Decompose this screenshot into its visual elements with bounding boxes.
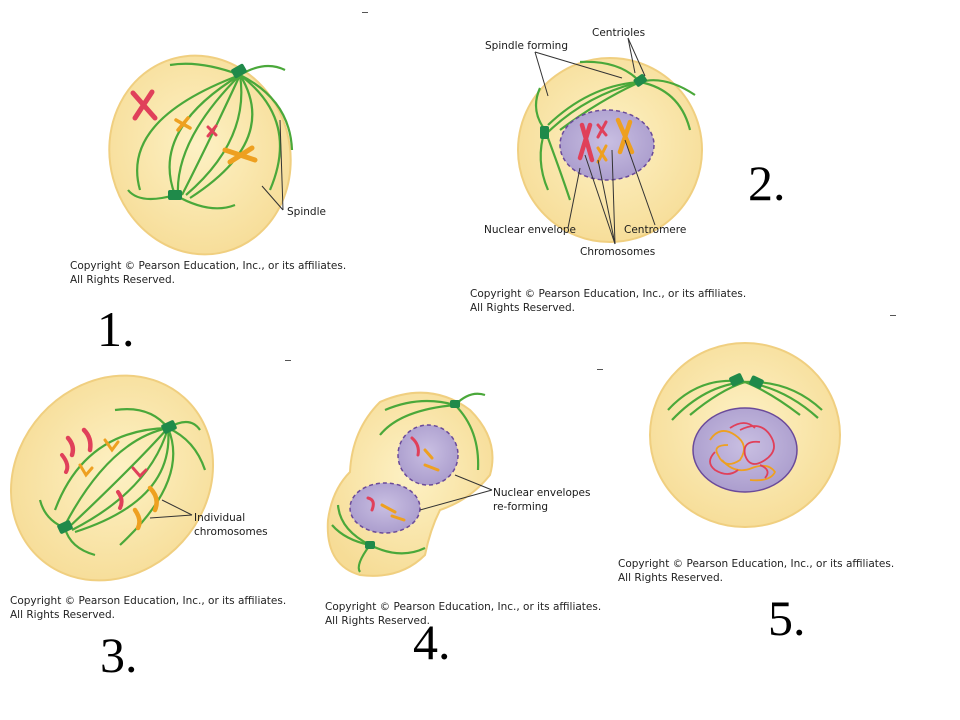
- spindle-label-line: [261, 185, 284, 211]
- figure-number-3: 3.: [100, 627, 138, 683]
- cell-4-chromosomes: [366, 436, 440, 522]
- cell-2: [517, 57, 703, 243]
- stray-mark: [285, 360, 291, 361]
- cell-3-centriole-top: [161, 420, 177, 434]
- figure-number-2: 2.: [748, 155, 786, 211]
- copyright-4: Copyright © Pearson Education, Inc., or …: [325, 600, 601, 628]
- figure-number-4: 4.: [413, 614, 451, 670]
- stray-mark: [597, 369, 603, 370]
- stray-mark: [890, 315, 896, 316]
- cell-4-centriole-top: [450, 400, 460, 408]
- copyright-2: Copyright © Pearson Education, Inc., or …: [470, 287, 746, 315]
- cell-2-centriole-b: [540, 126, 549, 139]
- cell-4-label-lines: [419, 474, 493, 511]
- figure-number-1: 1.: [97, 301, 135, 357]
- cell-3: [9, 374, 215, 582]
- cell-2-centriole-a: [633, 74, 647, 87]
- label-centromere: Centromere: [624, 224, 687, 236]
- copyright-line2: All Rights Reserved.: [325, 615, 431, 627]
- copyright-line2: All Rights Reserved.: [10, 609, 116, 621]
- copyright-line2: All Rights Reserved.: [70, 274, 176, 286]
- cell-5: [649, 342, 841, 528]
- spindle-label-line-2: [279, 119, 284, 211]
- cell-2-label-lines: [534, 37, 656, 245]
- cell-1: [108, 54, 294, 256]
- cell-4-centriole-bottom: [365, 541, 375, 549]
- copyright-5: Copyright © Pearson Education, Inc., or …: [618, 557, 894, 585]
- copyright-line1: Copyright © Pearson Education, Inc., or …: [618, 558, 895, 570]
- copyright-3: Copyright © Pearson Education, Inc., or …: [10, 594, 286, 622]
- copyright-line1: Copyright © Pearson Education, Inc., or …: [325, 601, 602, 613]
- cell-2-chromosomes: [577, 117, 635, 164]
- label-nuclear-envelope: Nuclear envelope: [484, 224, 577, 236]
- copyright-line2: All Rights Reserved.: [618, 572, 724, 584]
- cell-5-centriole-b: [749, 375, 764, 389]
- label-spindle: Spindle: [287, 206, 326, 218]
- cell-3-chromosomes: [60, 427, 159, 531]
- cell-5-chromatin: [709, 422, 777, 482]
- cell-3-membrane: [9, 374, 215, 582]
- label-spindle-forming: Spindle forming: [485, 40, 569, 52]
- stray-mark: [362, 12, 368, 13]
- label-nuclear-envelopes-reforming: Nuclear envelopes re-forming: [493, 487, 591, 513]
- cell-1-centriole-top: [231, 63, 247, 79]
- label-chromosomes: Chromosomes: [580, 246, 656, 258]
- copyright-line2: All Rights Reserved.: [470, 302, 576, 314]
- cell-5-centriole-a: [729, 373, 744, 387]
- cell-1-chromosomes: [130, 89, 258, 165]
- copyright-line1: Copyright © Pearson Education, Inc., or …: [10, 595, 287, 607]
- copyright-line1: Copyright © Pearson Education, Inc., or …: [470, 288, 747, 300]
- cell-3-label-lines: [149, 499, 193, 519]
- cell-1-centriole-bottom: [168, 190, 182, 200]
- cell-1-membrane: [108, 54, 292, 256]
- cell-3-centriole-bottom: [57, 520, 73, 534]
- cell-4: [326, 391, 494, 577]
- figure-number-5: 5.: [768, 590, 806, 646]
- copyright-line1: Copyright © Pearson Education, Inc., or …: [70, 260, 347, 272]
- copyright-1: Copyright © Pearson Education, Inc., or …: [70, 259, 346, 287]
- label-centrioles: Centrioles: [592, 27, 646, 39]
- label-individual-chromosomes: Individual chromosomes: [194, 512, 268, 538]
